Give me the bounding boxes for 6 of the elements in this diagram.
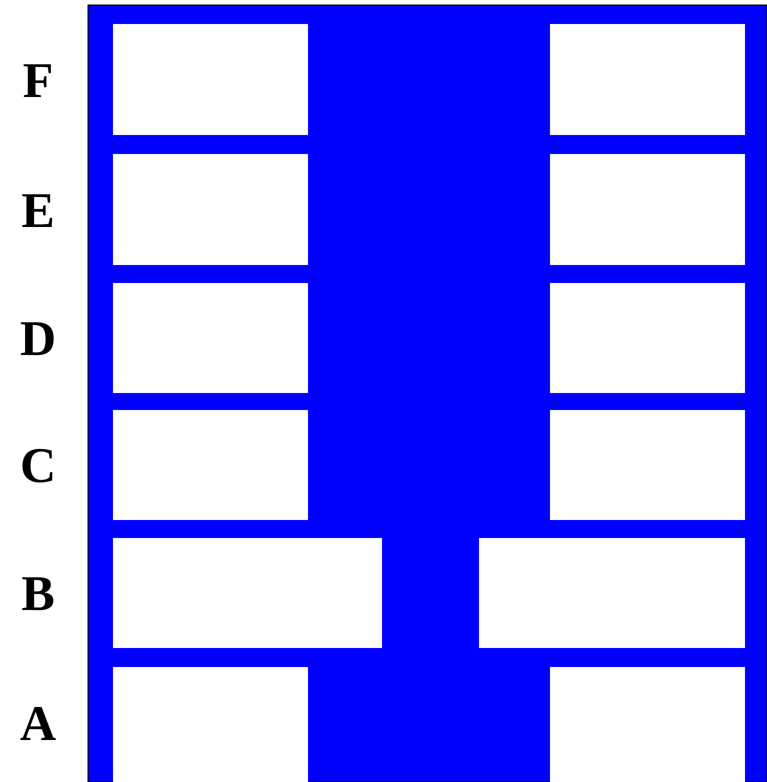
row-label: A: [18, 694, 58, 750]
row-label: D: [18, 310, 58, 366]
row-label: F: [22, 52, 54, 108]
row-label: C: [18, 437, 58, 493]
row-label: E: [20, 182, 56, 238]
row-label: B: [20, 565, 56, 621]
